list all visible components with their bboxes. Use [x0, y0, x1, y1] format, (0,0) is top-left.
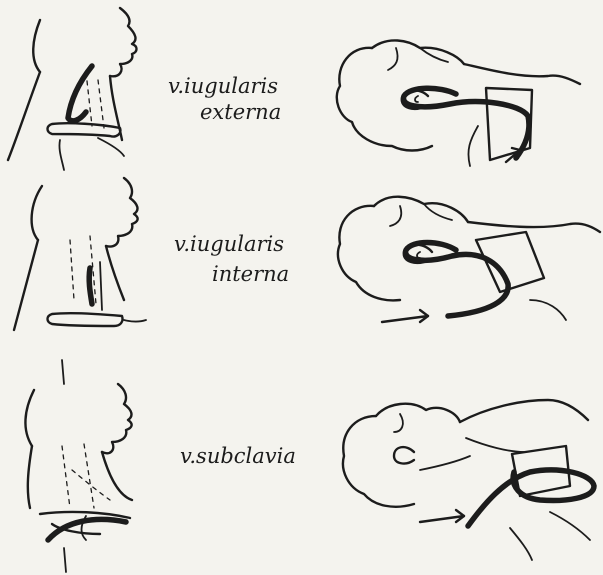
panel-externa-supine	[337, 40, 580, 166]
panel-externa-profile	[8, 8, 137, 170]
neck-front	[102, 452, 132, 500]
panel-subclavia-supine	[343, 400, 594, 560]
ear	[394, 447, 414, 463]
face-profile	[106, 178, 138, 247]
label-subclavia: v.subclavia	[180, 444, 296, 468]
panel-interna-profile	[14, 178, 146, 384]
head-back	[32, 186, 42, 240]
panel-interna-supine	[338, 197, 600, 322]
panel-subclavia-profile	[25, 384, 132, 572]
head-back	[25, 390, 34, 446]
face-profile	[110, 8, 137, 76]
dressing	[486, 88, 532, 160]
head-back	[33, 20, 40, 72]
catheter-loop-externa	[403, 88, 528, 158]
clavicle-bar	[48, 313, 123, 326]
label-externa-line2: externa	[200, 100, 281, 124]
neck-front	[106, 246, 124, 300]
vein-subclavia	[48, 519, 126, 540]
vein-interna	[89, 268, 92, 304]
head-outline	[338, 206, 400, 301]
face-profile	[102, 384, 132, 453]
label-interna-line2: interna	[212, 262, 289, 286]
catheter-loop-interna	[406, 243, 509, 317]
neck-back	[14, 240, 38, 330]
label-interna-line1: v.iugularis	[174, 232, 284, 256]
head-outline	[343, 416, 414, 507]
neck-back	[8, 72, 40, 160]
neck-back	[28, 446, 32, 508]
clavicle-bar	[48, 123, 121, 136]
catheter-loop-subclavia	[468, 470, 594, 526]
head-outline	[337, 48, 432, 151]
label-externa-line1: v.iugularis	[168, 74, 278, 98]
